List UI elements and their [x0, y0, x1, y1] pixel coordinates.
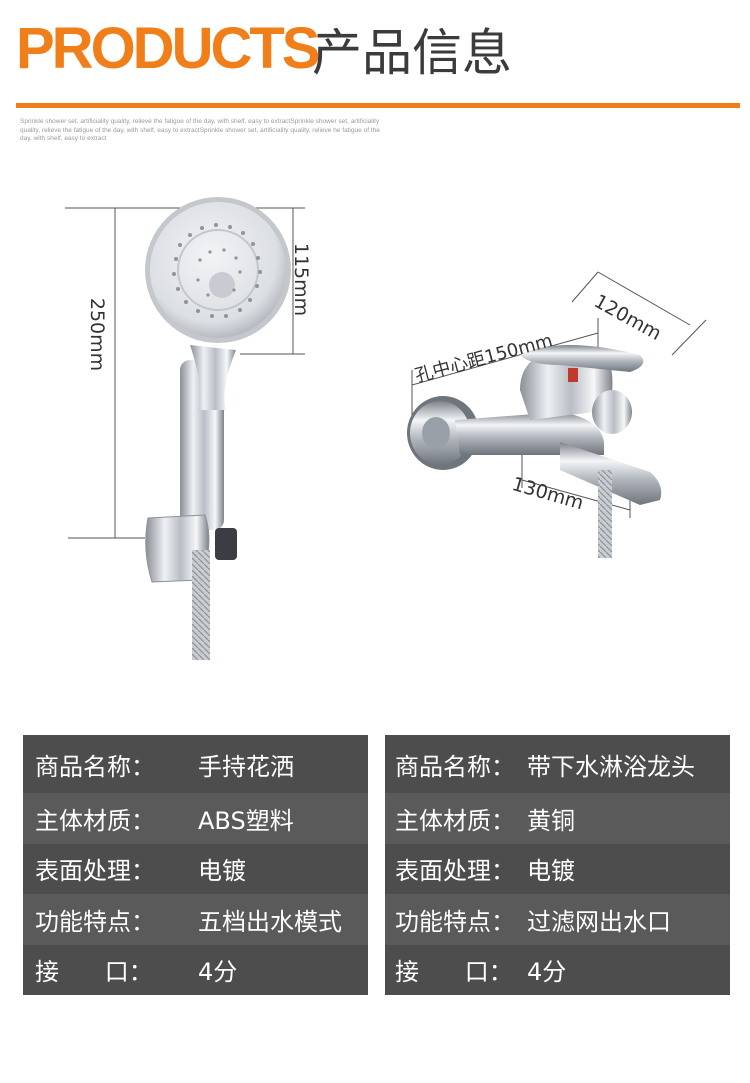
table-row: 主体材质： ABS塑料	[23, 793, 368, 844]
spec-value: 过滤网出水口	[527, 907, 671, 936]
spec-label: 商品名称：	[395, 752, 515, 781]
product-illustrations: 250mm 115mm 120mm 孔中心距150mm 130mm	[0, 150, 750, 710]
spec-value: 手持花洒	[198, 752, 294, 781]
table-row: 表面处理： 电镀	[23, 844, 368, 895]
spec-label: 接 口：	[35, 958, 153, 987]
spec-value: 4分	[198, 958, 238, 987]
spec-value: 带下水淋浴龙头	[527, 752, 695, 781]
spec-value: 电镀	[198, 857, 246, 886]
spec-label: 功能特点：	[35, 907, 155, 936]
hand-shower-spec-table: 商品名称： 手持花洒 主体材质： ABS塑料 表面处理： 电镀 功能特点： 五档…	[23, 735, 368, 995]
table-row: 商品名称： 带下水淋浴龙头	[385, 735, 730, 793]
spec-label: 接 口：	[395, 958, 513, 987]
spec-value: 五档出水模式	[198, 907, 342, 936]
faucet-spec-table: 商品名称： 带下水淋浴龙头 主体材质： 黄铜 表面处理： 电镀 功能特点： 过滤…	[385, 735, 730, 995]
table-row: 主体材质： 黄铜	[385, 793, 730, 844]
spec-label: 表面处理：	[395, 857, 515, 886]
table-row: 功能特点： 五档出水模式	[23, 894, 368, 945]
shower-total-length-label: 250mm	[86, 297, 109, 372]
bath-faucet-drawing	[407, 345, 662, 558]
spec-label: 功能特点：	[395, 907, 515, 936]
table-row: 接 口： 4分	[23, 945, 368, 996]
table-row: 商品名称： 手持花洒	[23, 735, 368, 793]
spec-label: 主体材质：	[35, 806, 155, 835]
hand-shower-drawing	[145, 197, 291, 660]
header-subtext: Sprinkle shower set, artificiality quali…	[20, 118, 380, 142]
header: PRODUCTS 产品信息 Sprinkle shower set, artif…	[0, 0, 750, 150]
title-en: PRODUCTS	[16, 16, 320, 81]
spec-value: ABS塑料	[198, 806, 294, 835]
spec-value: 4分	[527, 958, 567, 987]
title-cn: 产品信息	[312, 24, 512, 82]
table-row: 功能特点： 过滤网出水口	[385, 894, 730, 945]
spec-label: 商品名称：	[35, 752, 155, 781]
product-drawings	[65, 197, 707, 660]
spec-value: 电镀	[527, 857, 575, 886]
orange-divider	[16, 103, 740, 108]
shower-head-length-label: 115mm	[290, 242, 313, 317]
spec-value: 黄铜	[527, 806, 575, 835]
table-row: 接 口： 4分	[385, 945, 730, 996]
table-row: 表面处理： 电镀	[385, 844, 730, 895]
spec-label: 表面处理：	[35, 857, 155, 886]
spec-label: 主体材质：	[395, 806, 515, 835]
